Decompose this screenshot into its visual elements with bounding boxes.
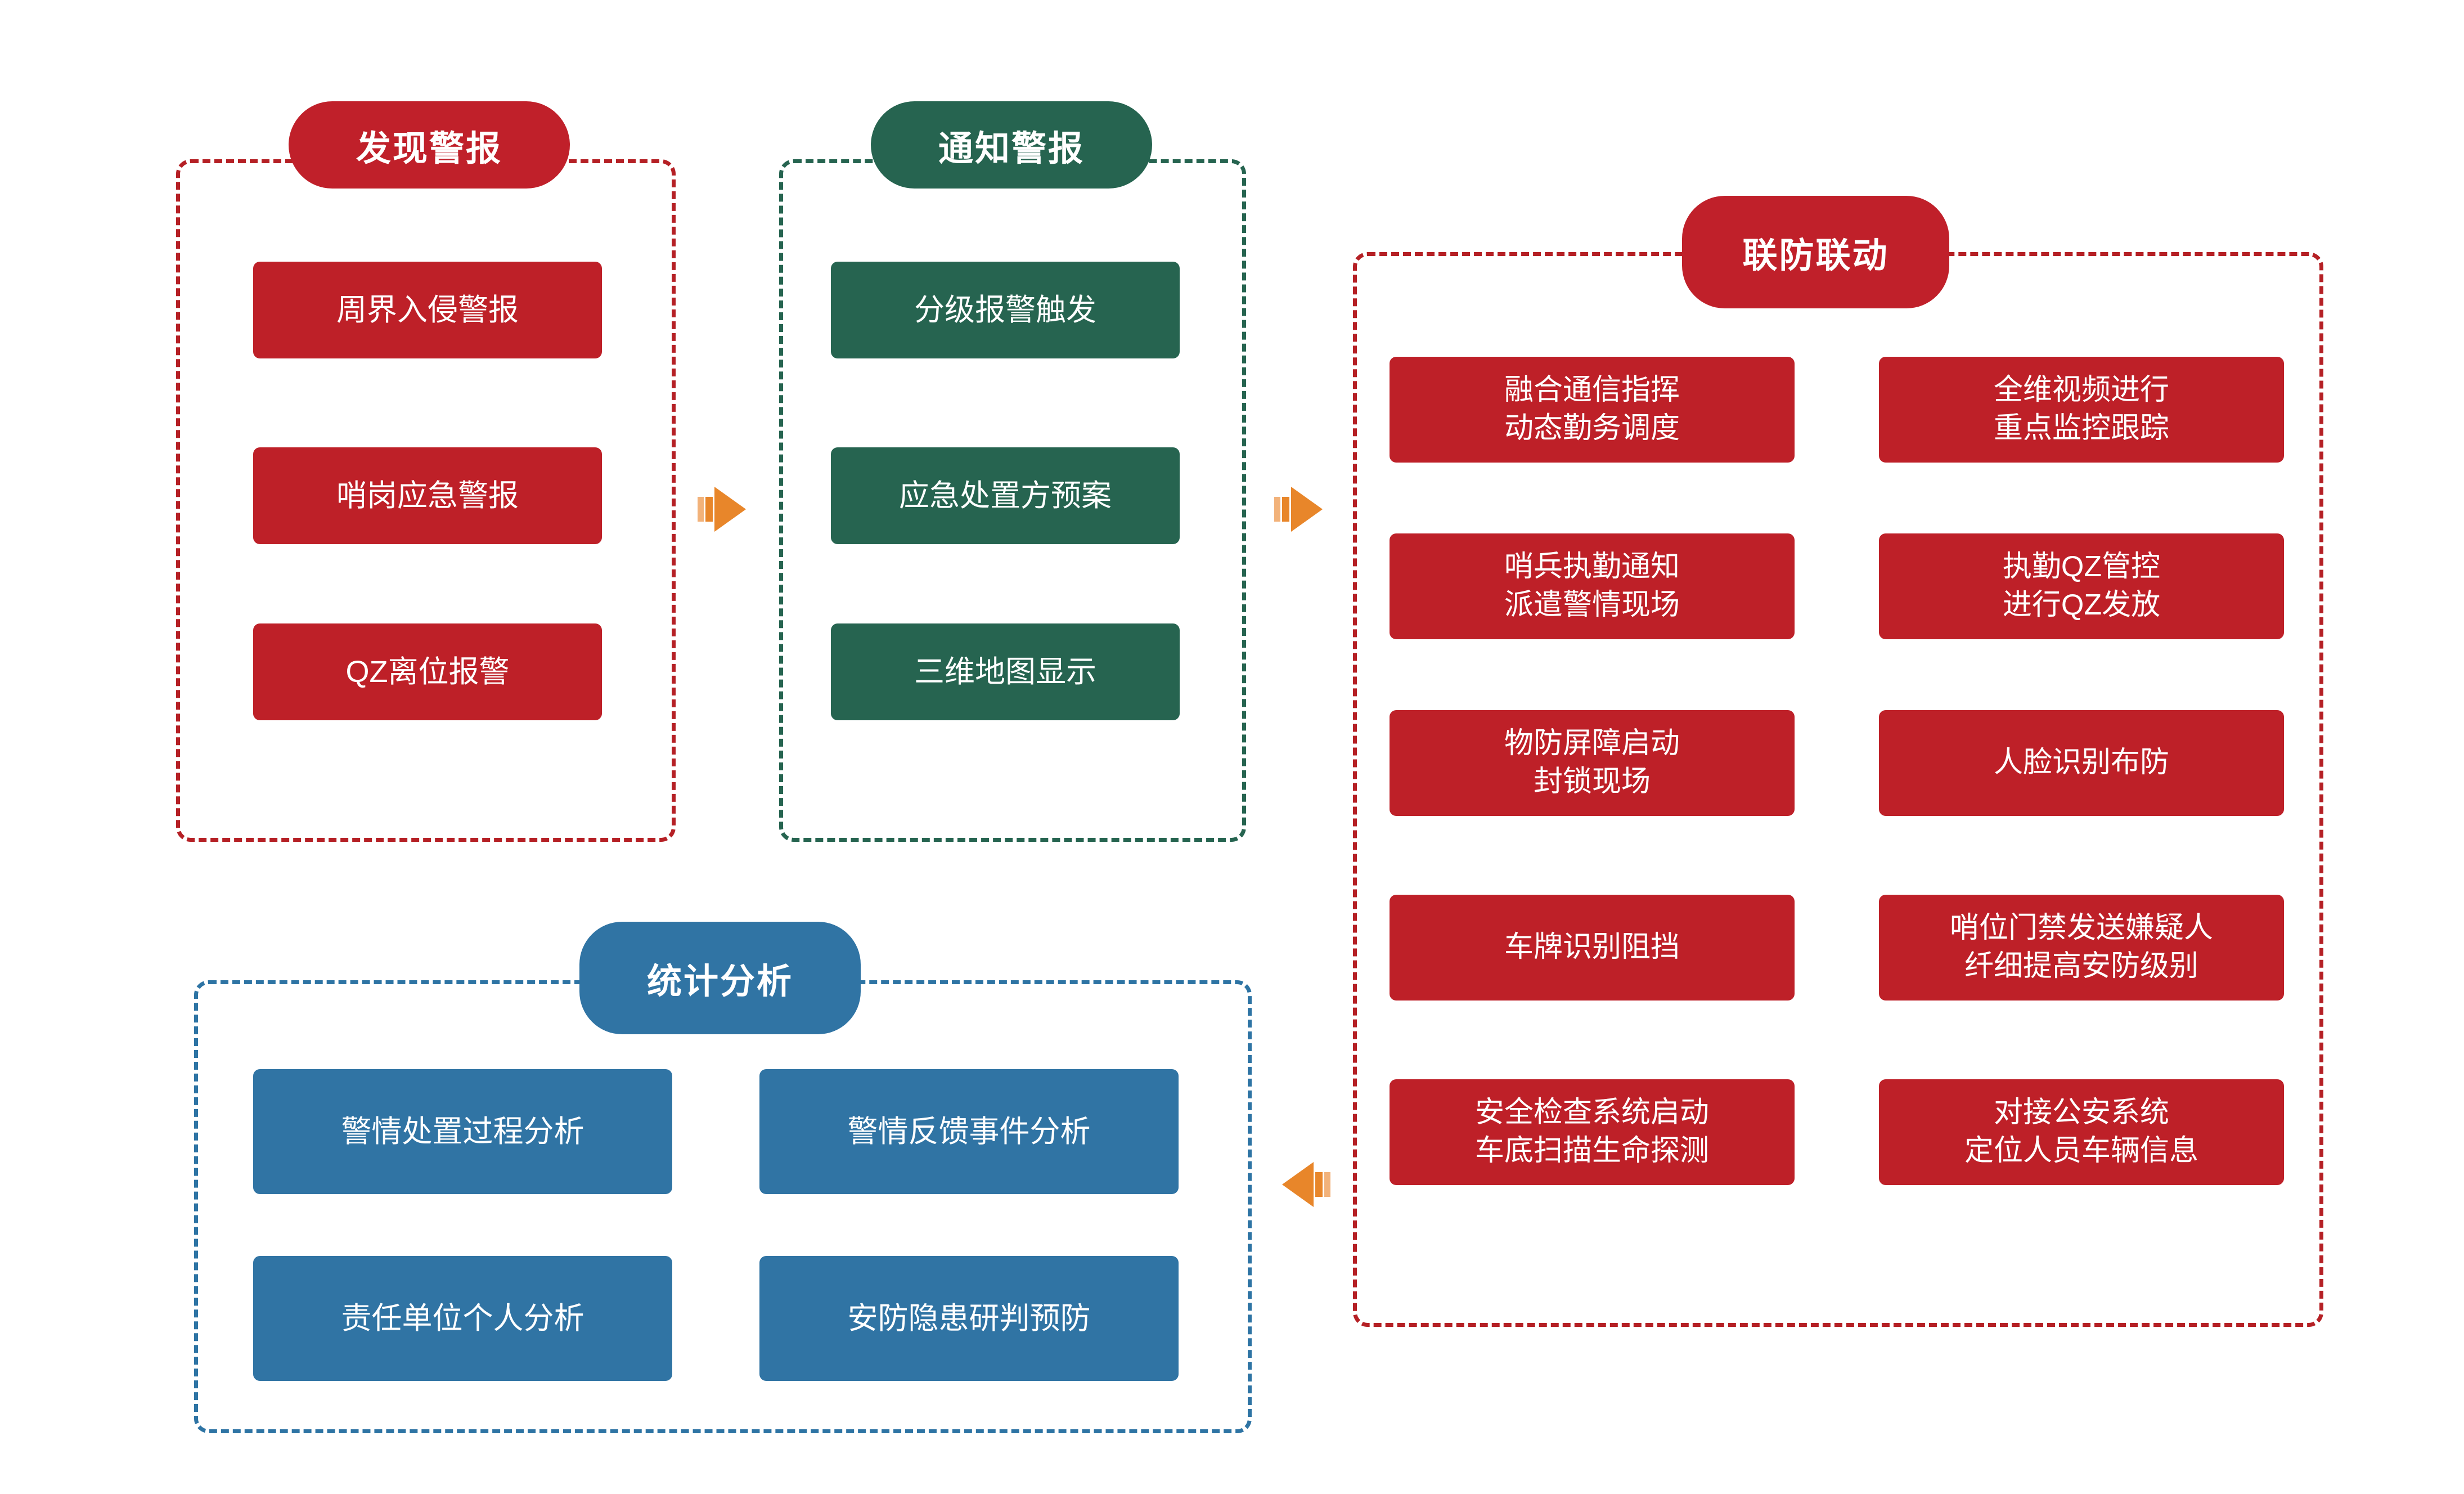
card-statistics-3[interactable]: 责任单位个人分析 — [253, 1256, 672, 1381]
card-line: 哨兵执勤通知 — [1504, 550, 1680, 584]
card-notify-2[interactable]: 应急处置方预案 — [831, 447, 1180, 544]
card-statistics-1[interactable]: 警情处置过程分析 — [253, 1069, 672, 1194]
card-line: 执勤QZ管控 — [2002, 550, 2161, 584]
card-joint-4[interactable]: 执勤QZ管控 进行QZ发放 — [1879, 533, 2284, 639]
card-line: 物防屏障启动 — [1504, 727, 1680, 760]
group-header-statistics-analysis[interactable]: 统计分析 — [579, 922, 861, 1034]
card-line: 封锁现场 — [1533, 765, 1651, 798]
card-line: 融合通信指挥 — [1504, 374, 1680, 407]
card-discover-2[interactable]: 哨岗应急警报 — [253, 447, 602, 544]
card-joint-7[interactable]: 车牌识别阻挡 — [1390, 895, 1795, 1001]
card-line: 定位人员车辆信息 — [1964, 1134, 2198, 1167]
card-line: 警情反馈事件分析 — [847, 1114, 1091, 1148]
card-line: 动态勤务调度 — [1504, 412, 1680, 445]
group-header-discover-alarm[interactable]: 发现警报 — [289, 101, 570, 189]
card-line: 安防隐患研判预防 — [847, 1301, 1091, 1335]
card-line: 人脸识别布防 — [1993, 746, 2169, 779]
card-joint-10[interactable]: 对接公安系统 定位人员车辆信息 — [1879, 1079, 2284, 1185]
group-header-notify-alarm[interactable]: 通知警报 — [871, 101, 1152, 189]
card-notify-3[interactable]: 三维地图显示 — [831, 623, 1180, 720]
card-line: 对接公安系统 — [1993, 1096, 2169, 1129]
card-joint-3[interactable]: 哨兵执勤通知 派遣警情现场 — [1390, 533, 1795, 639]
group-header-joint-defense[interactable]: 联防联动 — [1682, 196, 1949, 308]
card-line: 派遣警情现场 — [1504, 589, 1680, 621]
card-line: 哨位门禁发送嫌疑人 — [1949, 912, 2213, 945]
arrow-joint-to-statistics-icon — [1269, 1156, 1330, 1213]
card-joint-9[interactable]: 安全检查系统启动 车底扫描生命探测 — [1390, 1079, 1795, 1185]
card-joint-8[interactable]: 哨位门禁发送嫌疑人 纤细提高安防级别 — [1879, 895, 2284, 1001]
card-line: 三维地图显示 — [914, 654, 1096, 689]
arrow-discover-to-notify-icon — [698, 481, 759, 537]
card-statistics-2[interactable]: 警情反馈事件分析 — [759, 1069, 1179, 1194]
card-joint-6[interactable]: 人脸识别布防 — [1879, 710, 2284, 816]
card-line: 哨岗应急警报 — [336, 478, 519, 513]
card-line: 车底扫描生命探测 — [1474, 1134, 1709, 1167]
card-discover-3[interactable]: QZ离位报警 — [253, 623, 602, 720]
card-line: 车牌识别阻挡 — [1504, 931, 1680, 964]
card-joint-5[interactable]: 物防屏障启动 封锁现场 — [1390, 710, 1795, 816]
card-line: 周界入侵警报 — [336, 293, 519, 327]
card-line: 全维视频进行 — [1993, 374, 2169, 407]
card-line: QZ离位报警 — [345, 654, 510, 689]
card-joint-2[interactable]: 全维视频进行 重点监控跟踪 — [1879, 357, 2284, 463]
card-line: 应急处置方预案 — [899, 478, 1112, 513]
card-line: 分级报警触发 — [914, 293, 1096, 327]
card-joint-1[interactable]: 融合通信指挥 动态勤务调度 — [1390, 357, 1795, 463]
card-line: 重点监控跟踪 — [1993, 412, 2169, 445]
arrow-notify-to-joint-icon — [1274, 481, 1336, 537]
card-line: 进行QZ发放 — [2002, 589, 2161, 621]
card-line: 警情处置过程分析 — [341, 1114, 584, 1148]
card-line: 安全检查系统启动 — [1474, 1096, 1709, 1129]
card-discover-1[interactable]: 周界入侵警报 — [253, 262, 602, 358]
card-notify-1[interactable]: 分级报警触发 — [831, 262, 1180, 358]
card-line: 责任单位个人分析 — [341, 1301, 584, 1335]
card-statistics-4[interactable]: 安防隐患研判预防 — [759, 1256, 1179, 1381]
card-line: 纤细提高安防级别 — [1964, 950, 2198, 982]
